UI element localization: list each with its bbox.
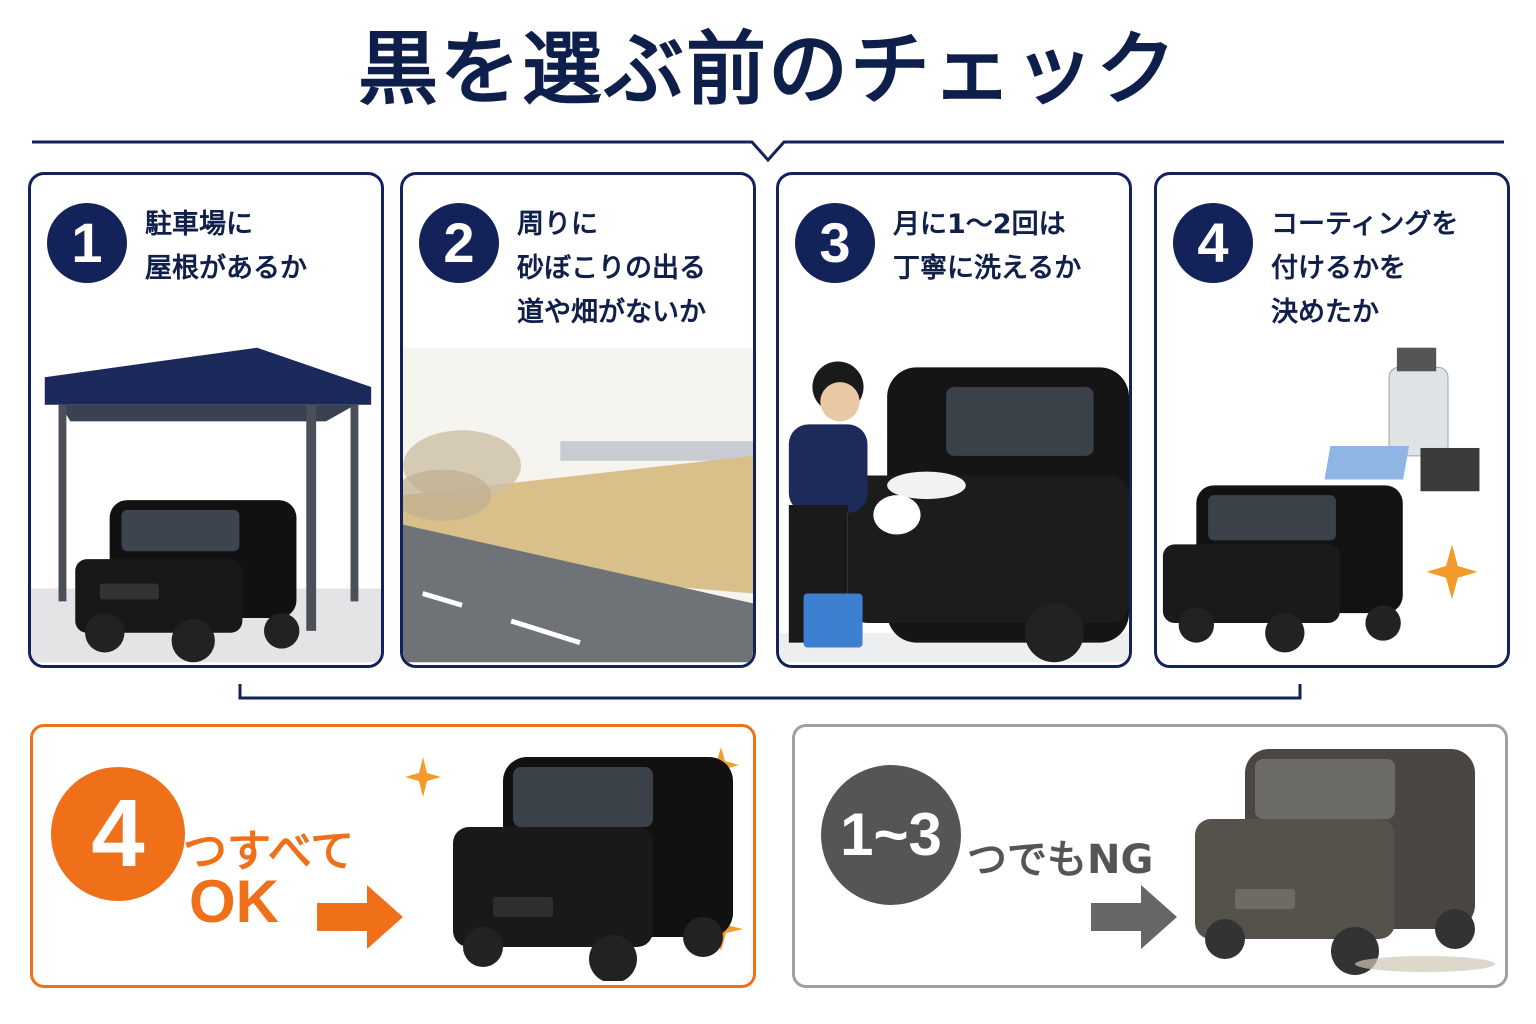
check-card-1: 1 駐車場に 屋根があるか bbox=[28, 172, 384, 668]
check-text-1: 駐車場に 屋根があるか bbox=[145, 209, 307, 284]
step-number-2: 2 bbox=[419, 203, 499, 283]
ng-panel: 1~3 つでもNG bbox=[792, 724, 1508, 988]
page-title: 黒を選ぶ前のチェック bbox=[358, 23, 1178, 116]
coating-illustration bbox=[1162, 347, 1480, 653]
sparkle-icon bbox=[405, 757, 441, 797]
check-card-4: 4 コーティングを 付けるかを 決めたか bbox=[1154, 172, 1510, 668]
step-number-3: 3 bbox=[795, 203, 875, 283]
ok-number-badge: 4 bbox=[51, 767, 185, 901]
header-divider bbox=[32, 140, 1504, 163]
check-text-3: 月に1～2回は 丁寧に洗えるか bbox=[893, 209, 1082, 284]
ok-text-line-1: つすべて bbox=[183, 826, 355, 877]
sparkle-icon bbox=[1426, 544, 1478, 600]
ok-text-line-2: OK bbox=[189, 868, 279, 935]
check-card-2: 2 周りに 砂ぼこりの出る 道や畑がないか bbox=[400, 172, 756, 668]
check-card-3: 3 月に1～2回は 丁寧に洗えるか bbox=[776, 172, 1132, 668]
carport-illustration bbox=[31, 347, 381, 663]
black-car-icon bbox=[75, 500, 300, 663]
check-text-4: コーティングを 付けるかを 決めたか bbox=[1271, 209, 1459, 328]
step-number-4: 4 bbox=[1173, 203, 1253, 283]
step-number-1: 1 bbox=[47, 203, 127, 283]
gray-arrow-icon bbox=[1091, 885, 1177, 949]
ng-text: つでもNG bbox=[967, 837, 1154, 883]
ok-panel: 4 つすべて OK bbox=[30, 724, 756, 988]
ng-number-badge: 1~3 bbox=[821, 765, 961, 905]
clean-car-illustration bbox=[405, 747, 743, 981]
dusty-field-illustration bbox=[403, 347, 753, 663]
dusty-car-illustration bbox=[1195, 749, 1495, 975]
check-text-2: 周りに 砂ぼこりの出る 道や畑がないか bbox=[517, 209, 706, 328]
orange-arrow-icon bbox=[317, 885, 403, 949]
car-wash-illustration bbox=[779, 361, 1129, 663]
bracket-connector bbox=[238, 684, 1302, 700]
